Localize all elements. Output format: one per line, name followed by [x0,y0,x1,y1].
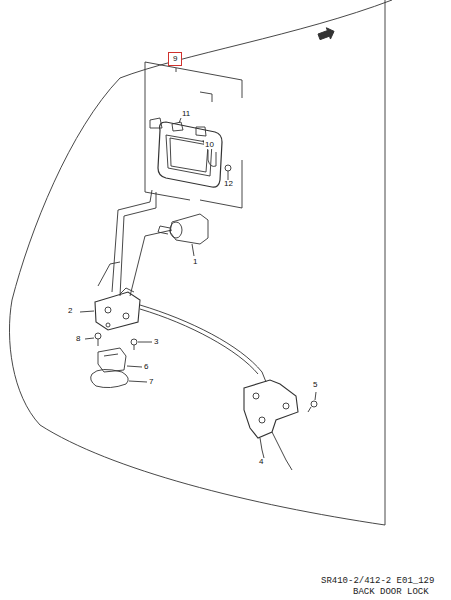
handle-panel-outline [145,62,242,208]
leader-line [138,342,152,343]
callout-number: 4 [258,458,264,466]
callout-number: 10 [204,141,215,149]
callout-number: 9 [173,55,177,63]
striker-bracket [98,348,126,372]
cylinder-rod [130,230,172,296]
leader-line [315,392,316,400]
leader-line [127,366,142,367]
leader-line [80,311,94,312]
connecting-rod [140,305,266,382]
lower-lock [244,380,298,470]
callout-number: 1 [192,258,198,266]
upper-latch [95,288,140,330]
callout-number: 6 [143,363,149,371]
door-outline [9,0,392,525]
screw [95,333,101,346]
leader-line [85,338,94,339]
caption-text: SR410-2/412-2 E01_129 [320,577,435,586]
key-cylinder [158,214,208,256]
bolt [131,339,137,350]
latch-rod [98,262,120,286]
outside-handle [158,122,222,187]
leader-line [179,118,181,123]
callout-number: 7 [148,378,154,386]
leader-line [262,450,264,458]
bolt [308,401,317,412]
handle-clips [150,118,231,177]
callout-number: 8 [75,335,81,343]
leader-line [176,68,177,72]
leader-line [129,381,147,382]
caption-text: BACK DOOR LOCK [352,588,430,597]
callout-number: 5 [312,381,318,389]
striker-cover [91,369,129,387]
callout-number: 11 [181,110,191,118]
front-arrow-icon [317,26,336,43]
callout-number: 3 [153,338,159,346]
callout-box: 9 [168,52,182,66]
callout-number: 2 [67,307,73,315]
callout-number: 12 [223,180,234,188]
